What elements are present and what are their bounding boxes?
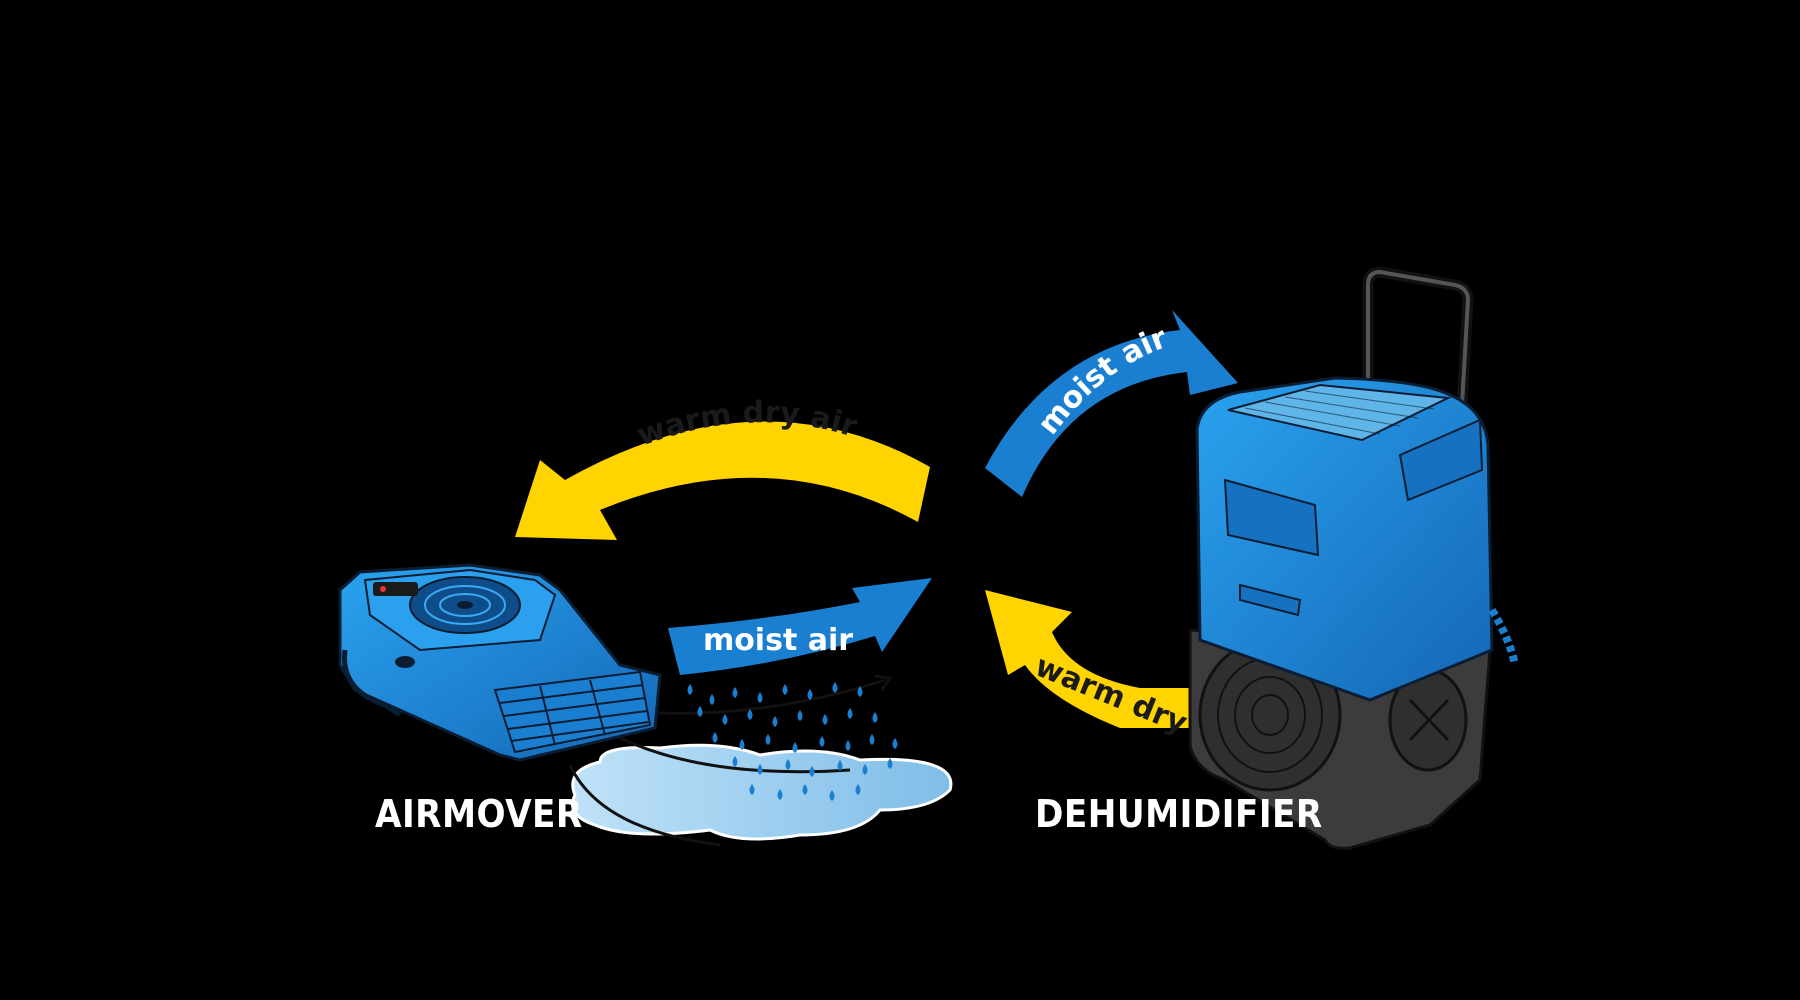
water-droplet (837, 760, 843, 771)
water-droplet (722, 714, 728, 725)
dehumidifier-icon (1188, 266, 1519, 850)
water-droplets-icon (687, 682, 898, 801)
water-droplet (847, 708, 853, 719)
water-droplet (732, 756, 738, 767)
water-droplet (832, 682, 838, 693)
water-droplet (807, 689, 813, 700)
water-droplet (709, 694, 715, 705)
water-droplet (785, 759, 791, 770)
water-droplet (845, 740, 851, 751)
water-droplet (777, 789, 783, 800)
water-droplet (687, 684, 693, 695)
moist-air-label-bottom: moist air (703, 623, 853, 658)
water-droplet (792, 742, 798, 753)
water-droplet (712, 732, 718, 743)
water-droplet (872, 712, 878, 723)
water-droplet (732, 687, 738, 698)
water-droplet (809, 766, 815, 777)
water-droplet (829, 790, 835, 801)
water-droplet (757, 764, 763, 775)
puddle-icon (571, 743, 953, 841)
water-droplet (765, 734, 771, 745)
water-droplet (862, 764, 868, 775)
water-droplet (757, 692, 763, 703)
water-droplet (739, 739, 745, 750)
water-droplet (892, 738, 898, 749)
water-droplet (887, 758, 893, 769)
airmover-label: AIRMOVER (375, 792, 583, 836)
svg-text:moist air: moist air (1031, 320, 1172, 441)
water-droplet (869, 734, 875, 745)
warm-dry-air-arrow-top: warm dry air (515, 395, 930, 540)
moist-air-arrow-bottom: moist air (668, 578, 932, 675)
water-droplet (819, 736, 825, 747)
water-droplet (747, 709, 753, 720)
water-droplet (797, 710, 803, 721)
water-droplet (822, 714, 828, 725)
airmover-icon (338, 563, 662, 762)
water-droplet (855, 784, 861, 795)
water-droplet (749, 784, 755, 795)
dehumidifier-label: DEHUMIDIFIER (1035, 792, 1323, 836)
water-droplet (697, 706, 703, 717)
water-droplet (802, 784, 808, 795)
water-droplet (772, 716, 778, 727)
moist-air-label-top: moist air (1031, 320, 1172, 441)
water-droplet (782, 684, 788, 695)
water-droplet (857, 686, 863, 697)
